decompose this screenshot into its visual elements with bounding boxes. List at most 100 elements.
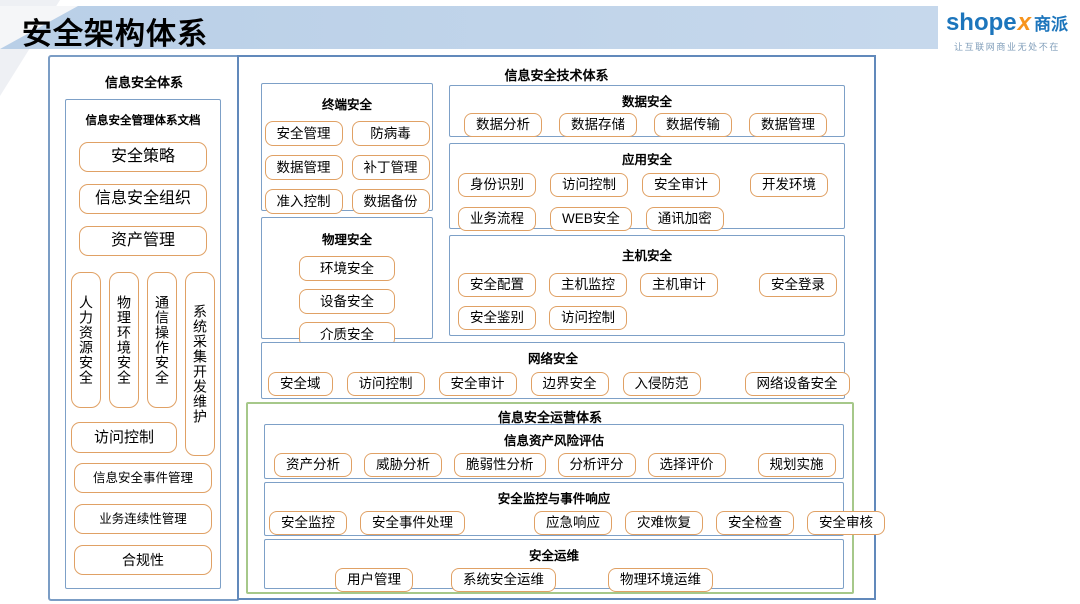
- item-pill: 分析评分: [557, 453, 636, 477]
- section-title: 信息安全运营体系: [497, 410, 602, 425]
- management-doc-box: 信息安全管理体系文档 安全策略 信息安全组织 资产管理 人力资源安全 物理环境安…: [65, 99, 221, 589]
- item-pill: 访问控制: [346, 372, 425, 396]
- item-pill: 边界安全: [530, 372, 609, 396]
- item-pill: 安全审计: [642, 173, 720, 197]
- app-items-row2: 业务流程 WEB安全 通讯加密: [450, 207, 844, 231]
- data-security-section: 数据安全 数据分析 数据存储 数据传输 数据管理: [449, 85, 845, 137]
- item-pill-vertical: 人力资源安全: [71, 272, 101, 408]
- item-pill: 数据备份: [351, 189, 430, 214]
- ops-items-row: 用户管理 系统安全运维 物理环境运维: [265, 568, 843, 592]
- section-title: 安全监控与事件响应: [497, 492, 611, 506]
- item-pill: 安全监控: [269, 511, 347, 535]
- item-pill: 开发环境: [750, 173, 828, 197]
- item-pill-vertical: 物理环境安全: [109, 272, 139, 408]
- panel-title: 信息安全体系: [104, 75, 183, 90]
- item-pill: 通讯加密: [645, 207, 724, 231]
- item-pill: 补丁管理: [351, 155, 430, 180]
- item-pill: 灾难恢复: [625, 511, 703, 535]
- logo-text-en: shope: [945, 9, 1017, 36]
- item-pill: 访问控制: [71, 422, 177, 453]
- item-pill: 网络设备安全: [744, 372, 850, 396]
- item-pill: 访问控制: [549, 306, 627, 330]
- item-pill: 安全登录: [759, 273, 837, 297]
- risk-items-row: 资产分析 威胁分析 脆弱性分析 分析评分 选择评价 规划实施: [265, 453, 843, 477]
- title-banner: 安全架构体系: [0, 6, 938, 51]
- item-pill: 安全管理: [264, 121, 343, 146]
- risk-assessment-section: 信息资产风险评估 资产分析 威胁分析 脆弱性分析 分析评分 选择评价 规划实施: [264, 424, 844, 479]
- item-pill: 数据分析: [464, 113, 542, 137]
- section-title: 网络安全: [527, 352, 578, 366]
- terminal-security-section: 终端安全 安全管理 防病毒 数据管理 补丁管理 准入控制 数据备份: [261, 83, 433, 214]
- item-pill: 脆弱性分析: [454, 453, 546, 477]
- item-pill: 数据管理: [264, 155, 343, 180]
- item-pill: 系统安全运维: [451, 568, 556, 592]
- host-security-section: 主机安全 安全配置 主机监控 主机审计 安全登录 安全鉴别 访问控制: [449, 235, 845, 336]
- item-pill: 身份识别: [458, 173, 536, 197]
- item-pill: 资产管理: [79, 226, 207, 256]
- item-pill: 环境安全: [299, 256, 395, 281]
- item-pill: 安全审核: [807, 511, 885, 535]
- item-pill: 主机审计: [640, 273, 718, 297]
- section-title: 应用安全: [621, 153, 672, 167]
- section-title: 物理安全: [321, 233, 372, 247]
- info-security-system-panel: 信息安全体系 信息安全管理体系文档 安全策略 信息安全组织 资产管理 人力资源安…: [48, 55, 240, 601]
- item-pill: 安全事件处理: [360, 511, 465, 535]
- item-pill: 数据管理: [749, 113, 827, 137]
- item-pill: 业务流程: [458, 207, 536, 231]
- item-pill: 主机监控: [549, 273, 627, 297]
- section-title: 终端安全: [321, 98, 372, 112]
- item-pill: 防病毒: [351, 121, 430, 146]
- page-title: 安全架构体系: [22, 18, 208, 51]
- item-pill: 规划实施: [757, 453, 836, 477]
- item-pill: 合规性: [74, 545, 212, 575]
- terminal-items-grid: 安全管理 防病毒 数据管理 补丁管理 准入控制 数据备份: [262, 121, 432, 214]
- item-pill: 选择评价: [647, 453, 726, 477]
- item-pill: 业务连续性管理: [74, 504, 212, 534]
- logo-x-icon: x: [1017, 9, 1031, 36]
- section-title: 信息资产风险评估: [503, 434, 604, 448]
- item-pill: 安全域: [268, 372, 333, 396]
- item-pill: 用户管理: [335, 568, 413, 592]
- vertical-items-row: 人力资源安全 物理环境安全 通信操作安全 系统采集开发维护 访问控制: [71, 272, 215, 456]
- item-pill: 访问控制: [550, 173, 628, 197]
- monitor-items-row: 安全监控 安全事件处理 应急响应 灾难恢复 安全检查 安全审核: [265, 511, 885, 535]
- tech-system-panel: 信息安全技术体系 终端安全 安全管理 防病毒 数据管理 补丁管理 准入控制 数据…: [237, 55, 885, 600]
- section-title: 安全运维: [528, 549, 579, 563]
- section-title: 主机安全: [621, 249, 672, 263]
- host-items-row2: 安全鉴别 访问控制: [450, 306, 844, 330]
- item-pill: 数据传输: [654, 113, 732, 137]
- section-title: 数据安全: [621, 95, 672, 109]
- monitoring-response-section: 安全监控与事件响应 安全监控 安全事件处理 应急响应 灾难恢复 安全检查 安全审…: [264, 482, 885, 536]
- physical-security-section: 物理安全 环境安全 设备安全 介质安全: [261, 217, 433, 347]
- item-pill-vertical: 系统采集开发维护: [185, 272, 215, 456]
- panel-title: 信息安全技术体系: [504, 68, 609, 83]
- item-pill: 数据存储: [559, 113, 637, 137]
- section-title: 信息安全管理体系文档: [85, 115, 201, 127]
- item-pill-vertical: 通信操作安全: [147, 272, 177, 408]
- item-pill: 安全审计: [438, 372, 517, 396]
- app-items-row1: 身份识别 访问控制 安全审计 开发环境: [450, 173, 844, 197]
- application-security-section: 应用安全 身份识别 访问控制 安全审计 开发环境 业务流程 WEB安全 通讯加密: [449, 143, 845, 231]
- item-pill: 安全检查: [716, 511, 794, 535]
- item-pill: 应急响应: [534, 511, 612, 535]
- operation-system-section: 信息安全运营体系 信息资产风险评估 资产分析 威胁分析 脆弱性分析 分析评分 选…: [246, 402, 885, 594]
- logo-tagline: 让互联网商业无处不在: [953, 42, 1060, 52]
- data-items-row: 数据分析 数据存储 数据传输 数据管理: [450, 113, 844, 137]
- item-pill: 安全配置: [458, 273, 536, 297]
- host-items-row1: 安全配置 主机监控 主机审计 安全登录: [450, 273, 844, 297]
- item-pill: 安全策略: [79, 142, 207, 172]
- item-pill: 信息安全事件管理: [74, 463, 212, 493]
- item-pill: 安全鉴别: [458, 306, 536, 330]
- item-pill: 设备安全: [299, 289, 395, 314]
- item-pill: 信息安全组织: [79, 184, 207, 214]
- security-operations-section: 安全运维 用户管理 系统安全运维 物理环境运维: [264, 539, 844, 592]
- item-pill: 资产分析: [274, 453, 352, 477]
- item-pill: 准入控制: [264, 189, 343, 214]
- item-pill: 威胁分析: [364, 453, 442, 477]
- item-pill: WEB安全: [550, 207, 632, 231]
- item-pill: 物理环境运维: [608, 568, 713, 592]
- item-pill: 入侵防范: [622, 372, 701, 396]
